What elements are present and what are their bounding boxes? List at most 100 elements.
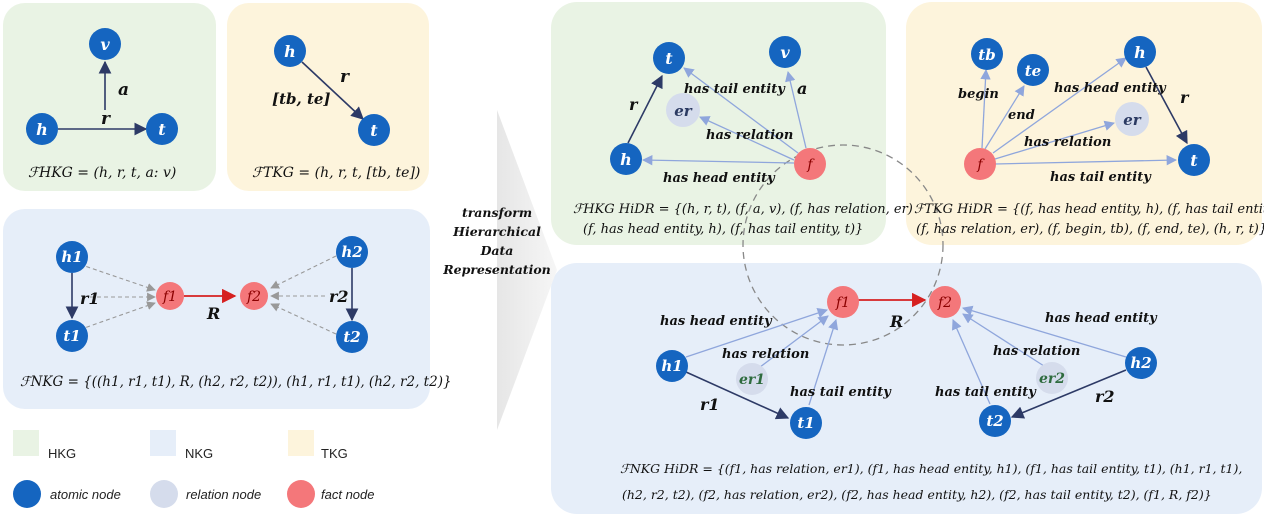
- edge-label-r: r: [101, 109, 111, 129]
- node-label: h: [620, 150, 632, 169]
- legend-tkg-label: TKG: [321, 446, 348, 461]
- edge-label-has-tail-left: has tail entity: [790, 385, 892, 400]
- node-label: er: [674, 102, 693, 120]
- hidr-hkg-panel: [551, 2, 886, 245]
- hidr-hkg-graph: t v h er f has tail entity has relation …: [573, 36, 913, 237]
- edge-label-end: end: [1008, 108, 1035, 123]
- transform-word: Hierarchical: [452, 224, 541, 239]
- node-label: t1: [797, 414, 814, 432]
- edge-has-head: [641, 154, 795, 166]
- node-label: t2: [986, 412, 1003, 430]
- atomic-node-h1: [656, 350, 688, 382]
- edge-a: [785, 70, 807, 149]
- node-label: f: [806, 157, 815, 173]
- edge-r1: [685, 371, 790, 420]
- atomic-node-tb: [971, 38, 1003, 70]
- atomic-node-t: [653, 42, 685, 74]
- edge-label-r2: r2: [1095, 387, 1115, 406]
- relation-node-er1: [736, 363, 768, 395]
- atomic-node-h: [274, 35, 306, 67]
- edge-label-R: R: [206, 304, 220, 323]
- atomic-node-t: [358, 114, 390, 146]
- atomic-node-t1: [56, 320, 88, 352]
- edge-label-R: R: [889, 312, 903, 331]
- edge-has-tail-left: [808, 319, 839, 406]
- edge-r: [301, 61, 364, 120]
- node-label: f1: [835, 295, 850, 311]
- edge-r: [627, 74, 663, 144]
- node-label: h: [36, 120, 48, 139]
- node-label: t: [158, 120, 166, 139]
- node-label: f: [976, 157, 985, 173]
- fact-node-f: [794, 148, 826, 180]
- edge-label-has-tail-right: has tail entity: [935, 385, 1037, 400]
- edge-end: [984, 85, 1025, 150]
- atomic-node-t2: [336, 321, 368, 353]
- edge-label-has-relation-right: has relation: [993, 344, 1080, 359]
- edge-has-relation: [699, 116, 795, 161]
- relation-node-er: [666, 93, 700, 127]
- hidr-nkg-panel: [551, 263, 1262, 514]
- transform-label: transform Hierarchical Data Representati…: [442, 205, 551, 277]
- node-label: h2: [341, 243, 362, 261]
- edge-label-a: a: [797, 79, 807, 98]
- edge-label-r: r: [1180, 88, 1190, 107]
- edge-label-has-head-left: has head entity: [660, 314, 773, 329]
- legend-atomic-label: atomic node: [50, 487, 121, 502]
- atomic-node-h2: [336, 236, 368, 268]
- tkg-formula: ℱTKG = (h, r, t, [tb, te]): [252, 165, 420, 181]
- hidr-nkg-graph: f1 f2 h1 t1 h2 t2 er1 er2 has head entit…: [620, 286, 1242, 502]
- atomic-node-t: [1178, 144, 1210, 176]
- legend-relation-swatch: [150, 480, 178, 508]
- node-label: h2: [1130, 354, 1151, 372]
- atomic-node-h2: [1125, 347, 1157, 379]
- dashed-edge: [72, 301, 156, 333]
- atomic-node-t1: [790, 407, 822, 439]
- relation-node-er: [1115, 102, 1149, 136]
- hkg-formula: ℱHKG = (h, r, t, a: v): [28, 165, 176, 181]
- node-label: h1: [661, 357, 682, 375]
- node-label: er2: [1039, 371, 1065, 387]
- edge-has-head-left: [685, 308, 828, 358]
- edge-has-tail: [994, 155, 1178, 166]
- node-label: t: [370, 121, 378, 140]
- edge-label-has-head-right: has head entity: [1045, 311, 1158, 326]
- tkg-graph: h t r [tb, te] ℱTKG = (h, r, t, [tb, te]…: [252, 35, 420, 181]
- node-label: v: [780, 43, 790, 62]
- nkg-panel: [3, 209, 430, 409]
- edge-has-relation-left: [759, 315, 829, 368]
- edge-label-a: a: [118, 80, 129, 100]
- edge-label-has-tail: has tail entity: [684, 82, 786, 97]
- atomic-node-v: [89, 28, 121, 60]
- node-label: tb: [978, 46, 995, 64]
- hidr-hkg-formula-line2: (f, has head entity, h), (f, has tail en…: [583, 222, 863, 237]
- edge-has-tail-right: [952, 319, 991, 405]
- hidr-tkg-formula-line2: (f, has relation, er), (f, begin, tb), (…: [916, 222, 1264, 237]
- edge-label-r2: r2: [329, 287, 349, 306]
- edge-label-has-tail: has tail entity: [1050, 170, 1152, 185]
- transform-word: Data: [480, 243, 514, 258]
- edge-label-r: r: [340, 67, 350, 87]
- dashed-edge: [270, 303, 337, 335]
- node-label: er1: [739, 372, 765, 388]
- node-label: t2: [343, 328, 360, 346]
- hidr-nkg-formula-line2: (h2, r2, t2), (f2, has relation, er2), (…: [622, 487, 1212, 502]
- node-label: t: [665, 49, 673, 68]
- legend: HKG NKG TKG atomic node relation node fa…: [13, 430, 375, 508]
- nkg-graph: h1 t1 h2 t2 f1 f2 r1 r2 R ℱNKG = {((h1, …: [20, 236, 452, 390]
- node-label: h: [1134, 43, 1146, 62]
- atomic-node-h: [610, 143, 642, 175]
- atomic-node-h1: [56, 241, 88, 273]
- edge-has-relation: [994, 120, 1115, 160]
- relation-node-er2: [1036, 362, 1068, 394]
- fact-node-f1: [827, 286, 859, 318]
- fact-node-f2: [929, 286, 961, 318]
- node-label: f2: [937, 295, 952, 311]
- edge-label-has-head: has head entity: [1054, 81, 1167, 96]
- atomic-node-t2: [979, 405, 1011, 437]
- node-label: h: [284, 42, 296, 61]
- edge-label-r1: r1: [700, 395, 720, 414]
- edge-label-has-relation: has relation: [1024, 135, 1111, 150]
- fact-node-f2: [240, 282, 268, 310]
